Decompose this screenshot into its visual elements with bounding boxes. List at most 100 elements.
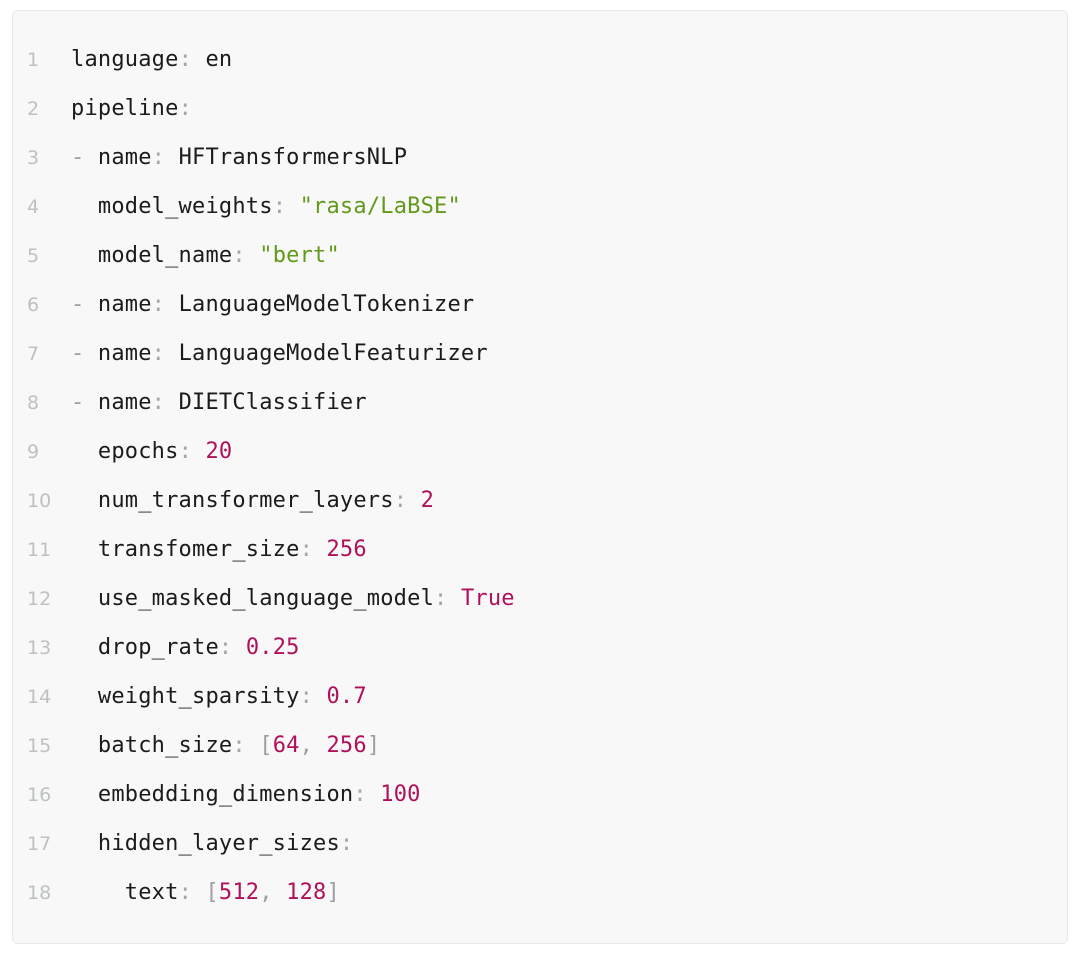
code-line[interactable]: 18 text: [512, 128] [13,868,1067,917]
token-punc: : [178,880,193,905]
indent [71,586,98,611]
token-key: model_name [97,243,233,268]
code-line[interactable]: 17 hidden_layer_sizes: [13,819,1067,868]
token-brkt: ] [326,880,340,905]
line-number: 11 [27,539,52,561]
token-brkt: , [299,733,327,758]
token-str: "bert" [259,243,340,268]
token-dash: - [71,292,98,317]
token-plain [246,243,259,268]
token-plain [407,488,420,513]
indent [71,733,98,758]
token-key: name [97,292,152,317]
token-key: name [97,145,152,170]
code-line[interactable]: 8- name: DIETClassifier [13,378,1067,427]
token-dash: - [71,145,98,170]
token-key: epochs [97,439,179,464]
code-line[interactable]: 5 model_name: "bert" [13,231,1067,280]
token-num: 256 [326,733,367,758]
code-line-text: weight_sparsity: 0.7 [71,672,1067,721]
token-brkt: ] [366,733,381,758]
indent [71,831,98,856]
token-plain [286,194,299,219]
code-line[interactable]: 11 transfomer_size: 256 [13,525,1067,574]
token-brkt: [ [205,880,219,905]
line-number: 16 [27,784,52,806]
token-punc: : [232,733,246,758]
token-key: model_weights [97,194,273,219]
code-line[interactable]: 16 embedding_dimension: 100 [13,770,1067,819]
line-number: 4 [27,196,40,218]
token-key: num_transformer_layers [97,488,394,513]
indent [71,880,125,905]
token-punc: : [151,292,166,317]
code-line-text: - name: LanguageModelFeaturizer [71,329,1067,378]
code-line[interactable]: 7- name: LanguageModelFeaturizer [13,329,1067,378]
line-number: 14 [27,686,52,708]
indent [71,194,98,219]
code-line-text: transfomer_size: 256 [71,525,1067,574]
token-num: 64 [272,733,300,758]
token-key: hidden_layer_sizes [97,831,340,856]
token-plain [232,635,245,660]
code-line-text: batch_size: [64, 256] [71,721,1067,770]
token-punc: : [339,831,354,856]
indent [71,782,98,807]
token-key: text [124,880,179,905]
token-punc: : [434,586,448,611]
indent [71,439,98,464]
token-punc: : [353,782,367,807]
indent [71,635,98,660]
token-punc: : [151,341,166,366]
line-number: 18 [27,882,52,904]
code-line[interactable]: 9 epochs: 20 [13,427,1067,476]
token-num: 2 [420,488,435,513]
token-punc: : [299,537,314,562]
token-key: name [97,341,152,366]
code-line-text: model_name: "bert" [71,231,1067,280]
code-line-text: pipeline: [71,84,1067,133]
token-brkt: , [259,880,287,905]
code-line[interactable]: 10 num_transformer_layers: 2 [13,476,1067,525]
indent [71,243,98,268]
token-num: 512 [218,880,260,905]
token-plain [192,880,205,905]
code-line[interactable]: 13 drop_rate: 0.25 [13,623,1067,672]
code-line[interactable]: 15 batch_size: [64, 256] [13,721,1067,770]
code-line[interactable]: 6- name: LanguageModelTokenizer [13,280,1067,329]
token-punc: : [299,684,314,709]
line-number: 12 [27,588,52,610]
token-key: transfomer_size [97,537,300,562]
token-punc: : [178,439,193,464]
token-bool: True [460,586,515,611]
line-number: 1 [27,49,40,71]
code-line-text: num_transformer_layers: 2 [71,476,1067,525]
token-str: "rasa/LaBSE" [299,194,461,219]
token-dash: - [71,390,98,415]
code-line[interactable]: 3 - name: HFTransformersNLP [13,133,1067,182]
code-line-text: drop_rate: 0.25 [71,623,1067,672]
indent [71,537,98,562]
code-line-text: - name: LanguageModelTokenizer [71,280,1067,329]
token-key: name [97,390,152,415]
code-line[interactable]: 1 language: en [13,35,1067,84]
code-line-text: model_weights: "rasa/LaBSE" [71,182,1067,231]
code-line[interactable]: 12 use_masked_language_model: True [13,574,1067,623]
code-line[interactable]: 4 model_weights: "rasa/LaBSE" [13,182,1067,231]
code-line-text: - name: HFTransformersNLP [71,133,1067,182]
code-line[interactable]: 14 weight_sparsity: 0.7 [13,672,1067,721]
code-line-text: text: [512, 128] [71,868,1067,917]
code-line-text: language: en [71,35,1067,84]
token-punc: : [218,635,233,660]
token-punc: : [232,243,246,268]
line-number: 3 [27,147,40,169]
line-number: 8 [27,392,40,414]
token-punc: : [151,390,166,415]
token-num: 128 [286,880,327,905]
code-line-text: use_masked_language_model: True [71,574,1067,623]
token-plain: LanguageModelTokenizer [165,292,475,317]
token-brkt: [ [259,733,273,758]
